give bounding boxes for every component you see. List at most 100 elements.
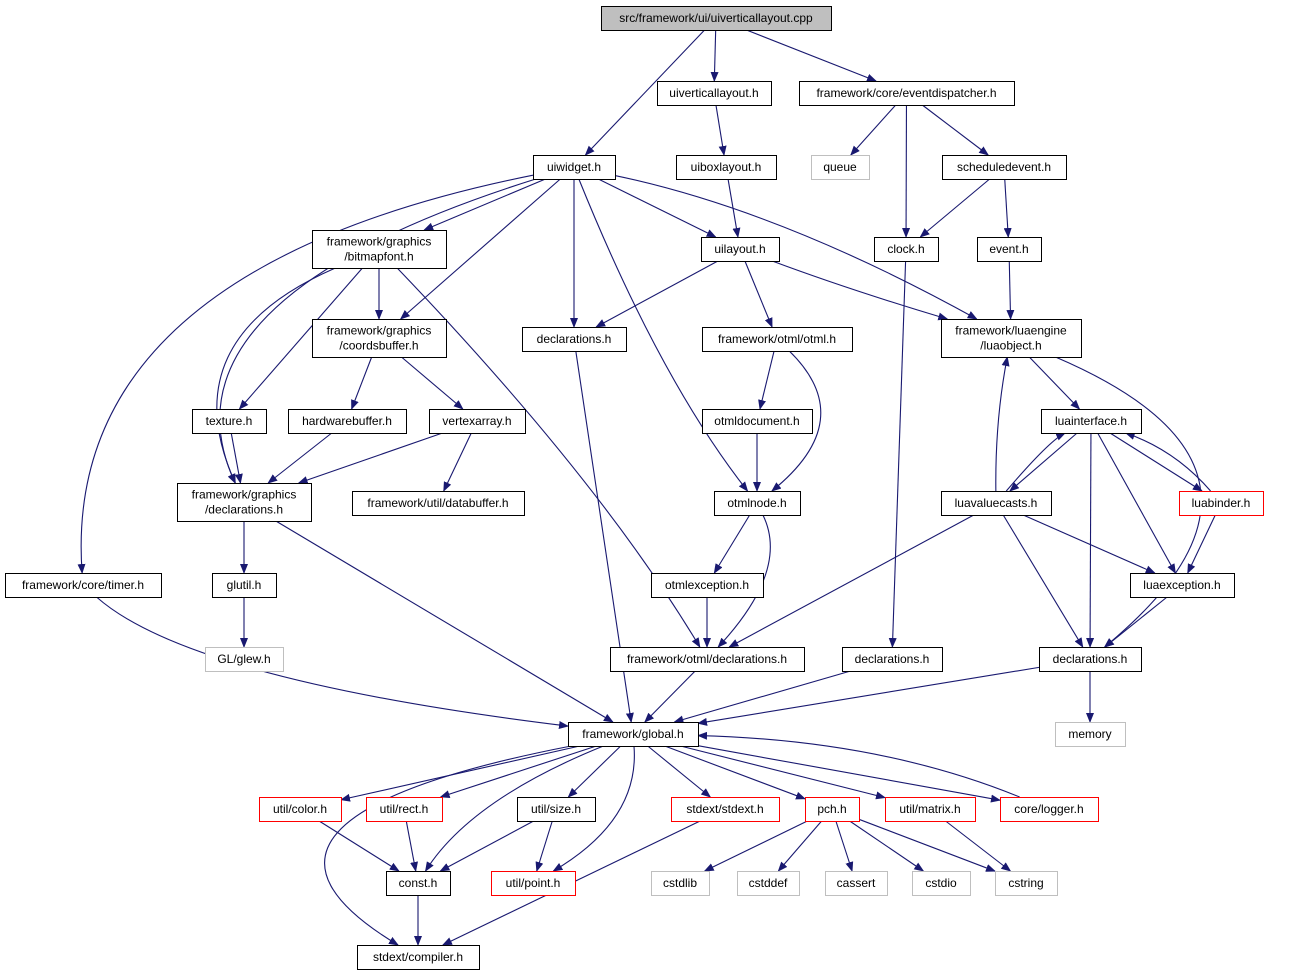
- edge-root-to-uiverticallayout: [710, 29, 719, 82]
- node-const[interactable]: const.h: [386, 871, 451, 896]
- node-pch[interactable]: pch.h: [805, 797, 860, 822]
- edge-hardwarebuffer-to-graphics_decl: [267, 432, 333, 484]
- node-timer[interactable]: framework/core/timer.h: [5, 573, 162, 598]
- edge-line: [995, 356, 1010, 492]
- node-box: [805, 797, 860, 822]
- node-uiverticallayout[interactable]: uiverticallayout.h: [657, 81, 772, 106]
- node-luainterface[interactable]: luainterface.h: [1041, 409, 1142, 434]
- node-hardwarebuffer[interactable]: hardwarebuffer.h: [288, 409, 407, 434]
- node-luavaluecasts[interactable]: luavaluecasts.h: [941, 491, 1052, 516]
- edge-line: [715, 104, 727, 156]
- node-core_decl[interactable]: declarations.h: [842, 647, 943, 672]
- node-label: /coordsbuffer.h: [339, 339, 418, 353]
- node-otml[interactable]: framework/otml/otml.h: [702, 327, 853, 352]
- edge-line: [578, 178, 749, 492]
- node-luabinder[interactable]: luabinder.h: [1179, 491, 1264, 516]
- edge-size-to-const: [439, 820, 534, 872]
- node-box: [799, 81, 1015, 106]
- node-label: otmlnode.h: [727, 496, 786, 510]
- edge-otmlnode-to-otml_decl: [717, 514, 771, 648]
- edge-size-to-point: [535, 820, 553, 872]
- node-box: [1000, 797, 1099, 822]
- node-otmlexception[interactable]: otmlexception.h: [651, 573, 764, 598]
- edge-line: [351, 356, 373, 410]
- edge-uiwidget-to-otmlnode: [578, 178, 749, 492]
- node-vertexarray[interactable]: vertexarray.h: [429, 409, 526, 434]
- edge-line: [746, 29, 877, 82]
- node-label: luavaluecasts.h: [955, 496, 1038, 510]
- node-scheduledevent[interactable]: scheduledevent.h: [942, 155, 1067, 180]
- node-cstddef: cstddef: [737, 871, 800, 896]
- node-otmlnode[interactable]: otmlnode.h: [714, 491, 801, 516]
- node-clock[interactable]: clock.h: [874, 237, 939, 262]
- edge-line: [777, 820, 823, 872]
- edge-luainterface-to-luavaluecasts: [1009, 432, 1078, 492]
- node-stdext[interactable]: stdext/stdext.h: [671, 797, 780, 822]
- node-uiwidget[interactable]: uiwidget.h: [533, 155, 616, 180]
- node-graphics_decl[interactable]: framework/graphics/declarations.h: [177, 483, 312, 522]
- edge-global-to-size: [567, 745, 622, 798]
- edge-line: [1086, 432, 1095, 648]
- edge-line: [771, 350, 822, 492]
- node-lua_decl[interactable]: declarations.h: [1039, 647, 1142, 672]
- edge-luainterface-to-luaexception: [1097, 432, 1176, 574]
- node-label: otmldocument.h: [714, 414, 799, 428]
- node-event[interactable]: event.h: [977, 237, 1042, 262]
- node-matrix[interactable]: util/matrix.h: [885, 797, 976, 822]
- node-label: framework/graphics: [327, 324, 432, 338]
- node-declarations_ui[interactable]: declarations.h: [522, 327, 627, 352]
- node-label: src/framework/ui/uiverticallayout.cpp: [619, 11, 813, 25]
- node-glutil[interactable]: glutil.h: [212, 573, 277, 598]
- node-label: framework/util/databuffer.h: [367, 496, 508, 510]
- edge-line: [424, 745, 604, 872]
- node-label: util/point.h: [506, 876, 561, 890]
- node-box: [259, 797, 342, 822]
- edge-line: [647, 745, 712, 798]
- edge-luabinder-to-luaexception: [1187, 514, 1216, 574]
- node-luaobject[interactable]: framework/luaengine/luaobject.h: [941, 319, 1082, 358]
- node-box: [676, 155, 777, 180]
- edge-event-to-luaobject: [1006, 260, 1015, 320]
- node-luaexception[interactable]: luaexception.h: [1130, 573, 1235, 598]
- edge-line: [664, 745, 806, 800]
- edge-timer-to-global: [96, 596, 569, 729]
- node-label: util/size.h: [531, 802, 581, 816]
- node-box: [601, 6, 832, 31]
- edge-pch-to-cstring: [858, 818, 996, 872]
- node-coordsbuffer[interactable]: framework/graphics/coordsbuffer.h: [312, 319, 447, 358]
- edge-uiwidget-to-coordsbuffer: [399, 178, 561, 320]
- edge-line: [297, 432, 443, 484]
- edge-luabinder-to-luainterface: [1124, 432, 1211, 492]
- node-label: stdext/stdext.h: [686, 802, 763, 816]
- node-databuffer[interactable]: framework/util/databuffer.h: [352, 491, 525, 516]
- node-otml_decl[interactable]: framework/otml/declarations.h: [610, 647, 805, 672]
- edge-line: [1009, 432, 1078, 492]
- edge-line: [850, 104, 897, 156]
- node-uilayout[interactable]: uilayout.h: [701, 237, 780, 262]
- node-box: [522, 327, 627, 352]
- edges-layer: [77, 29, 1216, 946]
- edge-vertexarray-to-graphics_decl: [297, 432, 443, 484]
- edge-texture-to-graphics_decl: [230, 432, 243, 484]
- edge-line: [728, 514, 975, 648]
- edge-luaobject-to-luainterface: [1028, 356, 1081, 410]
- node-bitmapfont[interactable]: framework/graphics/bitmapfont.h: [312, 230, 447, 269]
- node-label: /luaobject.h: [980, 339, 1041, 353]
- edge-luainterface-to-lua_decl: [1086, 432, 1095, 648]
- node-eventdispatcher[interactable]: framework/core/eventdispatcher.h: [799, 81, 1015, 106]
- node-point[interactable]: util/point.h: [491, 871, 576, 896]
- node-otmldocument[interactable]: otmldocument.h: [702, 409, 813, 434]
- node-compiler[interactable]: stdext/compiler.h: [357, 945, 480, 970]
- edge-line: [921, 104, 989, 156]
- node-rect[interactable]: util/rect.h: [366, 797, 443, 822]
- node-box: [312, 230, 447, 269]
- node-size[interactable]: util/size.h: [517, 797, 596, 822]
- node-uiboxlayout[interactable]: uiboxlayout.h: [676, 155, 777, 180]
- node-global[interactable]: framework/global.h: [568, 722, 699, 747]
- node-logger[interactable]: core/logger.h: [1000, 797, 1099, 822]
- node-texture[interactable]: texture.h: [192, 409, 267, 434]
- node-color[interactable]: util/color.h: [259, 797, 342, 822]
- edge-line: [439, 745, 597, 799]
- node-box: [651, 573, 764, 598]
